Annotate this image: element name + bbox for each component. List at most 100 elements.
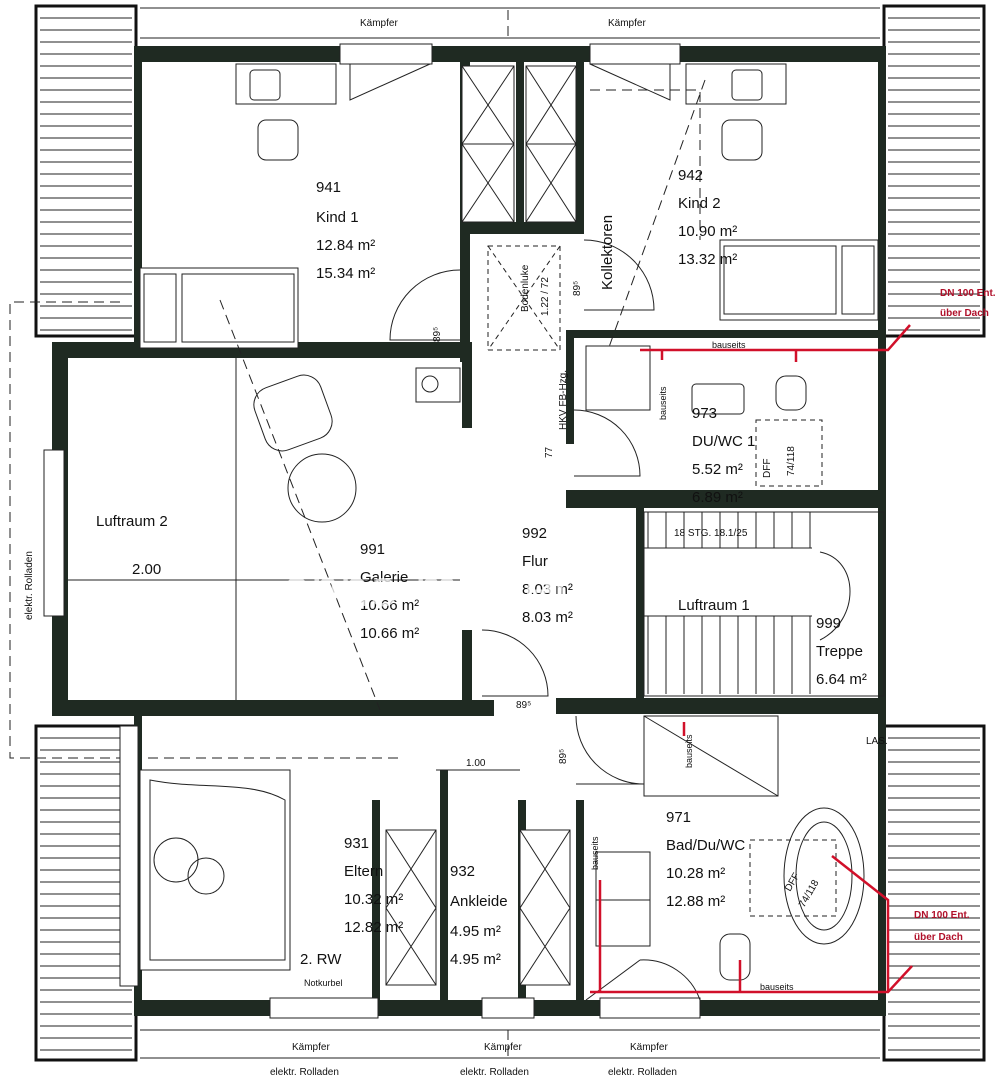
room-area-1: 10.32 m² [344, 891, 403, 908]
room-area-2: 10.66 m² [360, 625, 419, 642]
luftraum2-label: Luftraum 2 [96, 513, 168, 530]
double-basin [595, 851, 651, 947]
room-area-2: 12.88 m² [666, 893, 725, 910]
room-area-2: 13.32 m² [678, 251, 737, 268]
bed-eltern [139, 769, 291, 971]
room-area-1: 4.95 m² [450, 923, 501, 940]
eltern-radiator [119, 725, 139, 987]
bodenluke-label: Bodenluke [520, 264, 531, 312]
dim-89-bad: 89⁵ [558, 749, 569, 764]
bauseits-bad: bauseits [760, 982, 794, 992]
room-area-2: 12.82 m² [344, 919, 403, 936]
washbasin-1 [691, 383, 745, 415]
luftraum1-label: Luftraum 1 [678, 597, 750, 614]
dn100-bottom-line2: über Dach [914, 932, 963, 943]
room-area-1: 8.03 m² [522, 581, 573, 598]
room-flur: 992 Flur 8.03 m² 8.03 m² [522, 525, 573, 626]
bed-kind1 [139, 267, 299, 349]
room-number: 973 [692, 405, 717, 422]
room-area-1: 10.90 m² [678, 223, 737, 240]
room-name: Kind 2 [678, 195, 721, 212]
roof-window-left-top [34, 4, 138, 338]
bauseits-bad-vertical: bauseits [684, 734, 694, 768]
hkv-label: HKV FB-Hzg. [558, 370, 569, 430]
room-area-1: 12.84 m² [316, 237, 375, 254]
room-kind1: 941 Kind 1 12.84 m² 15.34 m² [316, 179, 375, 282]
watermark: ohne-makler [282, 476, 571, 618]
wardrobe-top-right [525, 65, 577, 223]
roof-window-right-bottom [882, 724, 986, 1062]
desk-kind1 [235, 63, 337, 161]
room-number: 942 [678, 167, 703, 184]
room-area-1: 6.64 m² [816, 671, 867, 688]
room-number: 992 [522, 525, 547, 542]
bauseits-du-wc-vertical: bauseits [658, 386, 668, 420]
desk-kind2 [685, 63, 787, 161]
kaempfer-top-left: Kämpfer [360, 18, 398, 29]
staircase [643, 511, 885, 697]
dim-89-kind1: 89⁵ [432, 327, 443, 342]
rolladen-bottom-right: elektr. Rolladen [608, 1067, 677, 1078]
room-number: 999 [816, 615, 841, 632]
shower-tray-1 [585, 345, 651, 411]
room-number: 941 [316, 179, 341, 196]
gable-outline [9, 301, 400, 759]
room-number: 971 [666, 809, 691, 826]
room-area-1: 10.28 m² [666, 865, 725, 882]
dim-77: 77 [544, 446, 555, 458]
room-du-wc-1: 973 DU/WC 1 5.52 m² 6.89 m² [692, 405, 755, 506]
room-treppe: 999 Treppe 6.64 m² [816, 615, 867, 688]
kollektoren-label: Kollektoren [599, 215, 616, 290]
room-name: Kind 1 [316, 209, 359, 226]
room-name: Ankleide [450, 893, 508, 910]
galerie-armchair [253, 374, 357, 523]
bed-kind2 [719, 239, 879, 321]
room-kind2: 942 Kind 2 10.90 m² 13.32 m² [678, 167, 737, 268]
room-ankleide: 932 Ankleide 4.95 m² 4.95 m² [450, 863, 508, 968]
dff-window-1 [755, 419, 823, 487]
room-area-2: 6.89 m² [692, 489, 743, 506]
room-area-2: 15.34 m² [316, 265, 375, 282]
dim-100: 1.00 [466, 758, 486, 769]
bathtub [783, 807, 865, 945]
dff1-label: DFF [762, 459, 773, 478]
room-area-2: 8.03 m² [522, 609, 573, 626]
wardrobe-top-left [461, 65, 515, 223]
dff1-dim: 74/118 [786, 446, 797, 476]
stair-outline [643, 511, 885, 697]
dn100-bottom-line1: DN 100 Ent. [914, 910, 970, 921]
door-galerie [481, 629, 549, 697]
door-du-wc [573, 409, 641, 477]
kaempfer-bottom-right: Kämpfer [630, 1042, 668, 1053]
room-name: Treppe [816, 643, 863, 660]
room-name: DU/WC 1 [692, 433, 755, 450]
door-kind1 [389, 269, 461, 341]
room-bad: 971 Bad/Du/WC 10.28 m² 12.88 m² [666, 809, 745, 910]
roof-window-left-bottom [34, 724, 138, 1062]
toilet-1 [775, 375, 807, 411]
room-number: 932 [450, 863, 475, 880]
room-eltern: 931 Eltern 10.32 m² 12.82 m² [344, 835, 403, 936]
room-name: Galerie [360, 569, 408, 586]
bodenluke-dim: 1.22 / 72 [540, 277, 551, 316]
dim-89-kind2: 89⁵ [572, 281, 583, 296]
room-area-2: 4.95 m² [450, 951, 501, 968]
room-number: 991 [360, 541, 385, 558]
wardrobe-ankleide-left [385, 829, 437, 986]
kaempfer-bottom-mid: Kämpfer [484, 1042, 522, 1053]
room-name: Bad/Du/WC [666, 837, 745, 854]
rolladen-bottom-left: elektr. Rolladen [270, 1067, 339, 1078]
roof-window-right-top [882, 4, 986, 338]
room-name: Flur [522, 553, 548, 570]
dn100-top-line1: DN 100 Ent. [940, 288, 996, 299]
rw-label: 2. RW [300, 951, 342, 968]
rolladen-bottom-mid: elektr. Rolladen [460, 1067, 529, 1078]
stairs-label: 18 STG. 18.1/25 [674, 528, 748, 539]
dn100-top-line2: über Dach [940, 308, 989, 319]
rolladen-side: elektr. Rolladen [24, 551, 35, 620]
watermark-text: ohne-makler [282, 560, 571, 618]
washer [415, 367, 461, 403]
las-label: LAS. [866, 736, 888, 747]
door-kind2 [583, 239, 655, 311]
